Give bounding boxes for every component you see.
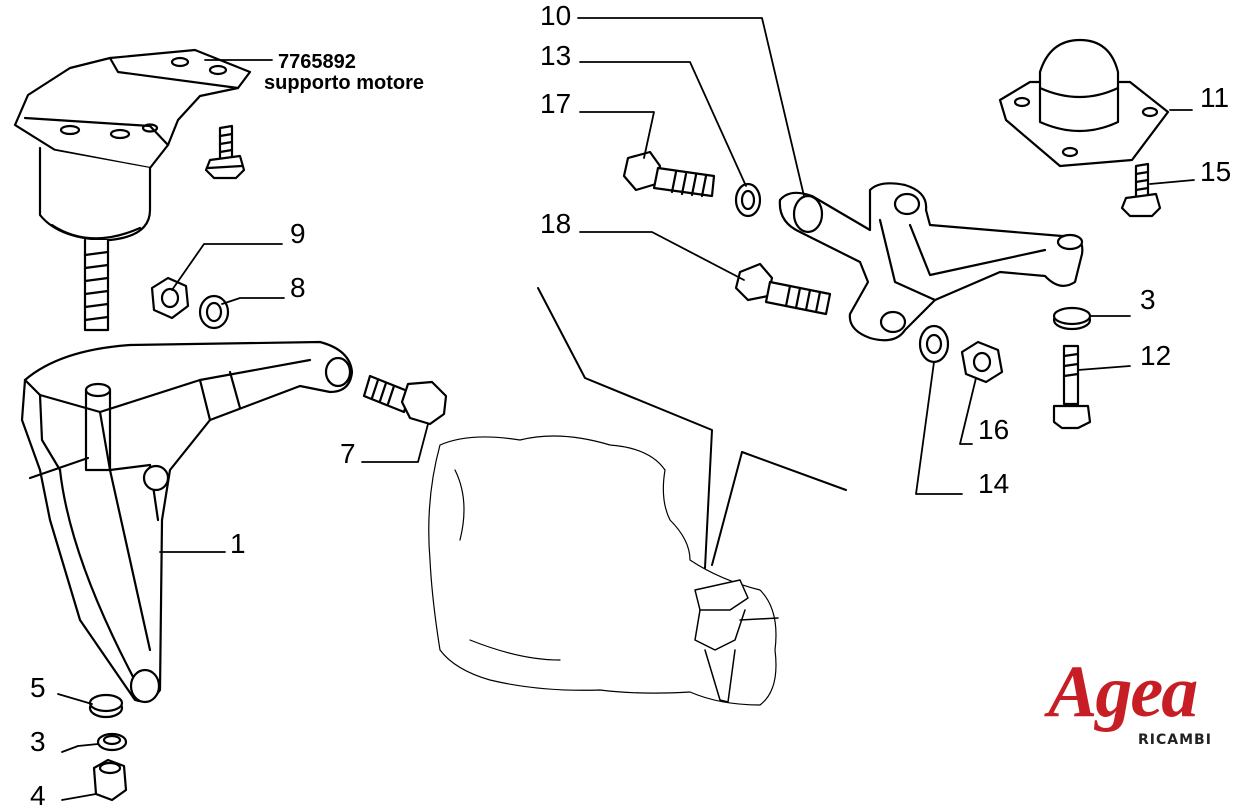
bolt-17 [622, 150, 716, 198]
washer-8 [198, 294, 230, 330]
callout-18: 18 [540, 208, 572, 239]
mini-mount-assembly [694, 579, 779, 703]
bolt-15 [1120, 162, 1162, 218]
engine-mount-support [13, 48, 252, 332]
nut-16 [960, 340, 1004, 384]
bolt-7 [362, 374, 448, 426]
callout-1: 1 [230, 528, 246, 559]
leader-lines [57, 17, 1195, 801]
callout-4: 4 [30, 780, 46, 806]
callout-16: 16 [978, 414, 1010, 445]
callout-11: 11 [1200, 82, 1230, 113]
part-code: 7765892 [278, 51, 356, 73]
washer-14 [918, 324, 950, 364]
gearbox-outline [428, 435, 777, 706]
washer-5 [88, 693, 124, 719]
callout-12: 12 [1140, 340, 1172, 371]
callout-8: 8 [290, 272, 306, 303]
part-code-label: 7765892 supporto motore [264, 51, 424, 94]
small-bolt-left [204, 124, 246, 180]
callout-15: 15 [1200, 156, 1232, 187]
agea-logo: Agea [1048, 651, 1198, 733]
callout-17: 17 [540, 88, 572, 119]
washer-3-right [1052, 306, 1092, 331]
callout-9: 9 [290, 218, 306, 249]
nut-4 [92, 758, 128, 802]
washer-13 [734, 182, 762, 218]
callout-5: 5 [30, 672, 46, 703]
agea-logo-subtitle: RICAMBI [1138, 732, 1212, 748]
bolt-12 [1052, 344, 1092, 430]
callout-10: 10 [540, 0, 572, 31]
bracket-10 [778, 182, 1084, 342]
bolt-18 [734, 262, 832, 316]
callout-7: 7 [340, 438, 356, 469]
washer-3-left [96, 732, 128, 752]
rubber-mount-11 [998, 38, 1170, 168]
callout-3-left: 3 [30, 726, 46, 757]
callout-14: 14 [978, 468, 1010, 499]
nut-9 [150, 276, 190, 320]
part-description: supporto motore [264, 72, 424, 94]
callout-13: 13 [540, 40, 572, 71]
bracket-1 [20, 340, 354, 704]
callout-3-right: 3 [1140, 284, 1156, 315]
